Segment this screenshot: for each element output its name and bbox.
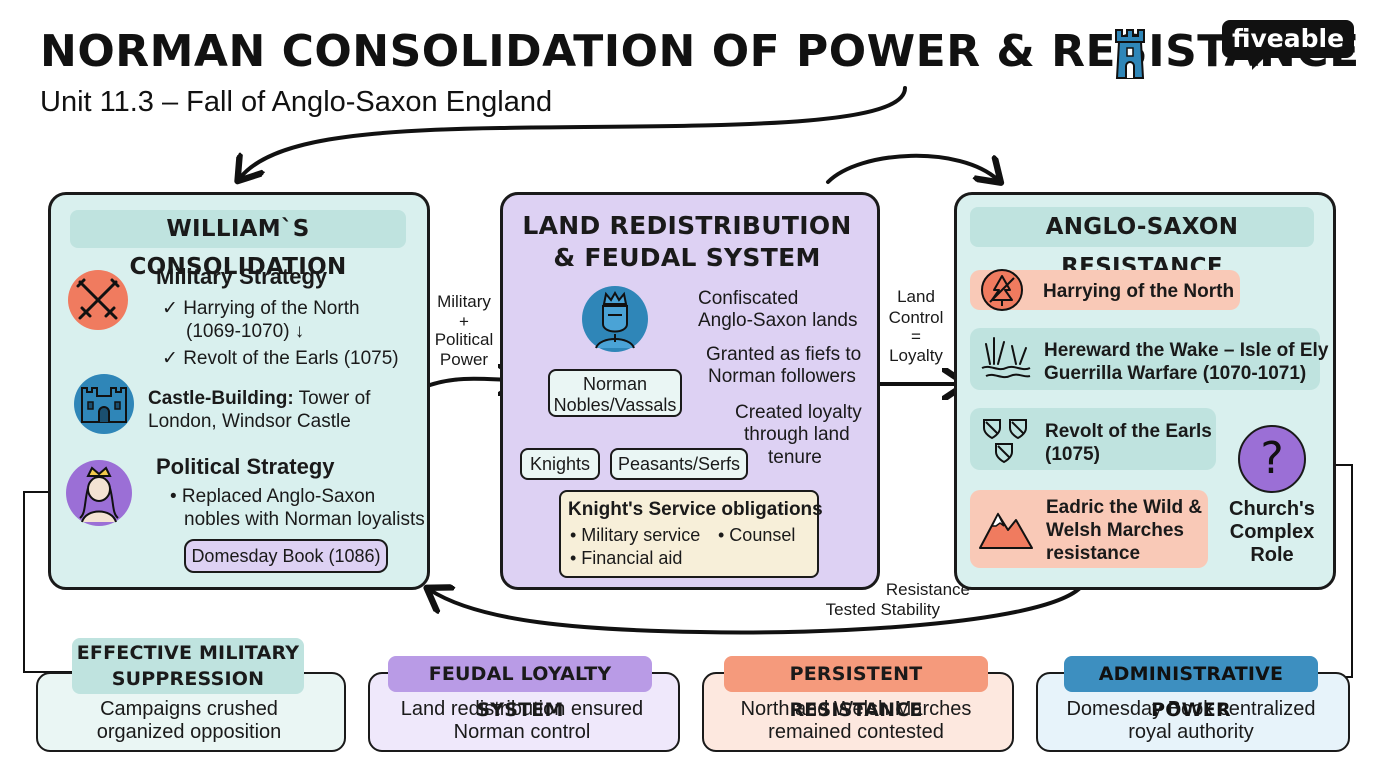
williams-consolidation-title: WILLIAM`S CONSOLIDATION [70, 210, 406, 280]
loyalty-label: Loyalty [889, 346, 943, 365]
land-label: Land [897, 287, 935, 306]
political-strategy-heading: Political Strategy [156, 454, 335, 479]
marsh-icon [981, 337, 1031, 379]
arrow-resistance-to-consolidation [430, 588, 1082, 635]
church-line2: Complex [1229, 521, 1315, 543]
outcome-tag-resistance: PERSISTENT RESISTANCE [724, 656, 988, 721]
knights-node: Knights [520, 448, 600, 480]
harrying-item: ✓ Harrying of the North [162, 298, 360, 319]
castle-building-label: Castle-Building: [148, 388, 294, 409]
shields-icon [983, 419, 1027, 464]
fiveable-logo: fiveable [1222, 20, 1354, 70]
mountains-icon [979, 512, 1033, 549]
outcome-text-administrative-1: Domesday Book centralized [1066, 698, 1316, 720]
outcome-tag-military: EFFECTIVE MILITARY SUPPRESSION [72, 638, 304, 694]
outcome-text-military-2: organized opposition [96, 721, 282, 743]
harrying-north-text: Harrying of the North [1043, 281, 1235, 302]
outcome-tag-administrative: ADMINISTRATIVE POWER [1064, 656, 1318, 721]
king-icon [582, 286, 648, 352]
granted-fiefs-line1: Granted as fiefs to [706, 344, 862, 365]
plus-label: + [459, 312, 469, 331]
military-label: Military [437, 292, 491, 311]
resistance-label: Resistance [885, 580, 970, 599]
eadric-line3: resistance [1046, 543, 1141, 564]
outcome-text-military-1: Campaigns crushed [100, 698, 278, 720]
hereward-card [970, 328, 1320, 390]
knight-service-box [559, 490, 819, 578]
hereward-line2: Guerrilla Warfare (1070-1071) [1044, 363, 1307, 384]
created-loyalty-line2: through land [744, 424, 850, 445]
peasants-node: Peasants/Serfs [610, 448, 748, 480]
outcome-text-resistance-2: remained contested [768, 721, 944, 743]
replaced-nobles-line2: nobles with Norman loyalists [184, 509, 425, 530]
question-icon: ? [1238, 425, 1306, 493]
outcome-text-feudal-1: Land redistribution ensured [400, 698, 644, 720]
castle-building-line2: London, Windsor Castle [148, 411, 351, 432]
created-loyalty-line3: tenure [768, 447, 822, 468]
outcome-tag-military-line2: SUPPRESSION [111, 668, 265, 690]
political-label: Political [434, 330, 494, 349]
outcome-text-administrative-2: royal authority [1128, 721, 1254, 743]
domesday-book-pill: Domesday Book (1086) [184, 539, 388, 573]
eadric-line2: Welsh Marches [1046, 520, 1184, 541]
castle-icon [74, 374, 134, 434]
confiscated-line2: Anglo-Saxon lands [698, 310, 858, 331]
land-redistribution-title-2: & FEUDAL SYSTEM [553, 243, 821, 272]
outcome-tag-feudal: FEUDAL LOYALTY SYSTEM [388, 656, 652, 721]
arrow-subtitle-to-consolidation [240, 86, 907, 178]
tested-stability-label: Tested Stability [825, 600, 940, 619]
outcome-text-resistance-1: North and Welsh Marches [740, 698, 972, 720]
eadric-line1: Eadric the Wild & [1046, 497, 1203, 518]
financial-aid-item: • Financial aid [570, 548, 683, 568]
outcome-tag-military-line1: EFFECTIVE MILITARY [76, 642, 300, 664]
norman-nobles-node: Norman Nobles/Vassals [548, 369, 682, 417]
counsel-item: • Counsel [718, 525, 796, 545]
page-title: NORMAN CONSOLIDATION OF POWER & RESISTAN… [40, 26, 1360, 77]
tower-icon [1115, 29, 1145, 79]
military-service-item: • Military service [570, 525, 701, 545]
revolt-earls-line1: Revolt of the Earls [1045, 421, 1212, 442]
replaced-nobles-line1: • Replaced Anglo-Saxon [170, 486, 376, 507]
queen-icon [66, 460, 132, 526]
crossed-swords-icon [68, 270, 128, 330]
norman-nobles-line2: Nobles/Vassals [553, 395, 677, 415]
arrow-feudal-to-resistance [826, 153, 998, 182]
church-line3: Role [1250, 544, 1294, 566]
norman-nobles-line1: Norman [582, 374, 648, 394]
hereward-line1: Hereward the Wake – Isle of Ely [1044, 340, 1329, 361]
revolt-earls-card [970, 408, 1216, 470]
granted-fiefs-line2: Norman followers [708, 366, 856, 387]
anglo-saxon-resistance-title: ANGLO-SAXON RESISTANCE [970, 207, 1314, 280]
created-loyalty-line1: Created loyalty [735, 402, 862, 423]
control-label: Control [888, 308, 944, 327]
outcome-text-feudal-2: Norman control [453, 721, 591, 743]
castle-building-text: Castle-Building: Tower of [148, 387, 370, 410]
burning-tree-icon [981, 269, 1023, 311]
knight-service-title: Knight's Service obligations [568, 499, 823, 520]
page-subtitle: Unit 11.3 – Fall of Anglo-Saxon England [40, 86, 553, 118]
harrying-dates: (1069-1070) ↓ [186, 321, 305, 342]
castle-building-line1: Tower of [298, 388, 371, 409]
revolt-earls-line2: (1075) [1045, 444, 1100, 465]
power-label: Power [439, 350, 489, 369]
revolt-earls-item: ✓ Revolt of the Earls (1075) [162, 348, 399, 369]
church-line1: Church's [1229, 498, 1315, 520]
confiscated-line1: Confiscated [698, 288, 799, 309]
military-strategy-heading: Military Strategy [156, 264, 328, 289]
land-redistribution-title-1: LAND REDISTRIBUTION [522, 211, 852, 240]
equals-label: = [911, 327, 921, 346]
